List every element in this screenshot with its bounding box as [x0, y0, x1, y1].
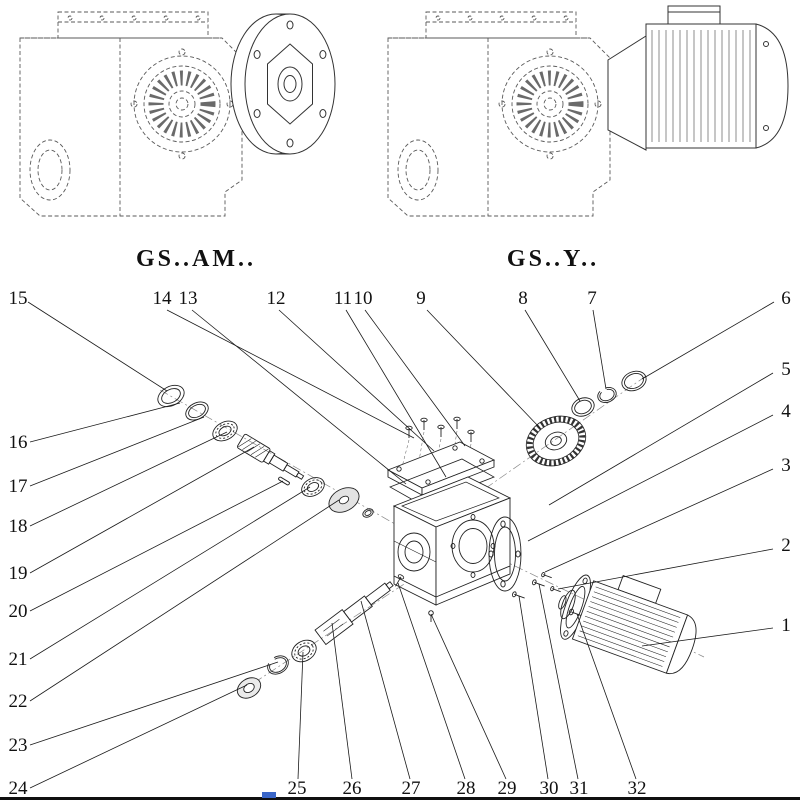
callout-9: 9	[416, 288, 426, 309]
gearbox-motor-drawing	[388, 5, 789, 216]
output-shaft	[314, 581, 394, 646]
callout-6: 6	[781, 288, 791, 309]
motor-flange-ring	[488, 516, 522, 592]
output-flange-drawing	[230, 13, 336, 155]
bottom-edge-marker	[262, 792, 276, 798]
callout-23: 23	[9, 735, 28, 756]
small-ring	[362, 508, 374, 518]
callout-25: 25	[288, 778, 307, 799]
callout-17: 17	[9, 476, 28, 497]
callout-14: 14	[153, 288, 173, 309]
callout-numbers: 15 14 13 12 11 10 9 8 7 6 5 4 3 2 1 16 1…	[9, 288, 792, 799]
callout-18: 18	[9, 516, 28, 537]
model-label-flange: GS..AM..	[136, 246, 256, 272]
callout-21: 21	[9, 649, 28, 670]
worm-shaft	[237, 433, 305, 480]
input-bearing	[301, 477, 325, 497]
callout-24: 24	[9, 778, 29, 799]
callout-27: 27	[402, 778, 421, 799]
motor-drawing	[607, 5, 789, 151]
callout-13: 13	[179, 288, 198, 309]
shaft-key	[278, 476, 290, 486]
callout-19: 19	[9, 563, 28, 584]
model-label-motor: GS..Y..	[507, 246, 599, 272]
callout-31: 31	[570, 778, 589, 799]
callout-5: 5	[781, 359, 791, 380]
worm-wheel-disc	[328, 487, 360, 513]
callout-10: 10	[354, 288, 373, 309]
callout-2: 2	[781, 535, 791, 556]
callout-11: 11	[334, 288, 352, 309]
exploded-view	[157, 370, 705, 699]
input-seal-rings	[157, 384, 238, 442]
callout-32: 32	[628, 778, 647, 799]
leader-lines	[27, 301, 775, 789]
cover-plate	[386, 441, 496, 506]
callout-15: 15	[9, 288, 28, 309]
gearbox-flange-drawing	[20, 12, 336, 216]
callout-26: 26	[343, 778, 362, 799]
output-circlip	[267, 655, 289, 675]
output-washer	[236, 677, 262, 699]
callout-8: 8	[518, 288, 528, 309]
callout-22: 22	[9, 691, 28, 712]
motor-exploded	[558, 574, 697, 675]
callout-20: 20	[9, 601, 28, 622]
bottom-edge-line	[0, 797, 800, 800]
gear-side-rings	[571, 370, 647, 417]
callout-28: 28	[457, 778, 476, 799]
gear-housing	[392, 476, 512, 606]
callout-3: 3	[781, 455, 791, 476]
callout-1: 1	[781, 615, 791, 636]
callout-4: 4	[781, 401, 791, 422]
callout-29: 29	[498, 778, 517, 799]
callout-12: 12	[267, 288, 286, 309]
output-bearing	[291, 639, 317, 663]
callout-30: 30	[540, 778, 559, 799]
callout-7: 7	[587, 288, 597, 309]
callout-16: 16	[9, 432, 28, 453]
